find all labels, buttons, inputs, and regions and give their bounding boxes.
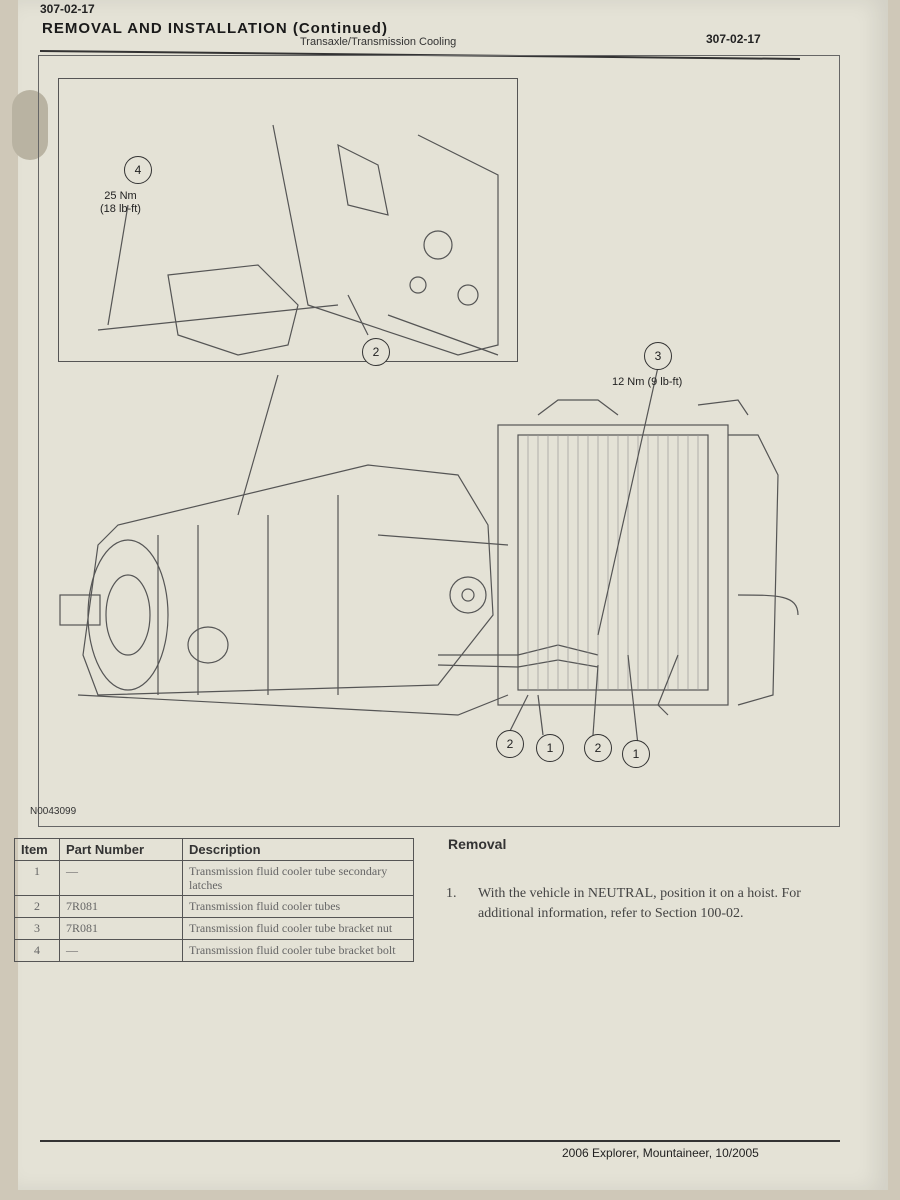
- table-header-row: Item Part Number Description: [14, 838, 414, 861]
- binder-hole: [12, 90, 48, 160]
- part-number-cell: 7R081: [59, 895, 183, 918]
- item-cell: 1: [14, 860, 60, 896]
- description-cell: Transmission fluid cooler tube bracket n…: [182, 917, 414, 940]
- item-cell: 3: [14, 917, 60, 940]
- footer-rule: [40, 1140, 840, 1142]
- figure-id: N0043099: [30, 806, 77, 817]
- part-number-cell: —: [59, 860, 183, 896]
- page-title: REMOVAL AND INSTALLATION (Continued): [42, 20, 388, 37]
- removal-step: 1. With the vehicle in NEUTRAL, position…: [446, 884, 846, 924]
- footer-text: 2006 Explorer, Mountaineer, 10/2005: [562, 1146, 759, 1160]
- part-number-cell: —: [59, 939, 183, 962]
- col-item: Item: [14, 838, 60, 861]
- callout-2-left: 2: [496, 730, 524, 758]
- callout-4: 4: [124, 156, 152, 184]
- detail-inset-frame: [58, 78, 518, 362]
- part-number-cell: 7R081: [59, 917, 183, 940]
- page-code-top: 307-02-17: [40, 2, 95, 16]
- callout-3: 3: [644, 342, 672, 370]
- item-cell: 2: [14, 895, 60, 918]
- torque-spec-3: 12 Nm (9 lb-ft): [612, 376, 683, 388]
- figure-frame: [38, 55, 840, 827]
- parts-table: Item Part Number Description 1 — Transmi…: [14, 838, 414, 962]
- table-row: 4 — Transmission fluid cooler tube brack…: [14, 939, 414, 962]
- table-row: 1 — Transmission fluid cooler tube secon…: [14, 860, 414, 896]
- step-number: 1.: [446, 886, 457, 901]
- col-description: Description: [182, 838, 414, 861]
- callout-2-right: 2: [584, 734, 612, 762]
- description-cell: Transmission fluid cooler tube bracket b…: [182, 939, 414, 962]
- description-cell: Transmission fluid cooler tubes: [182, 895, 414, 918]
- description-cell: Transmission fluid cooler tube secondary…: [182, 860, 414, 896]
- table-row: 2 7R081 Transmission fluid cooler tubes: [14, 895, 414, 918]
- step-text: With the vehicle in NEUTRAL, position it…: [478, 886, 801, 921]
- transmission-diagram: [59, 124, 799, 746]
- callout-1-right: 1: [622, 740, 650, 768]
- col-part-number: Part Number: [59, 838, 183, 861]
- section-title: Transaxle/Transmission Cooling: [300, 36, 457, 48]
- item-cell: 4: [14, 939, 60, 962]
- callout-1-left: 1: [536, 734, 564, 762]
- removal-heading: Removal: [448, 836, 507, 852]
- page-code-right: 307-02-17: [706, 32, 761, 46]
- callout-2-inset: 2: [362, 338, 390, 366]
- table-row: 3 7R081 Transmission fluid cooler tube b…: [14, 917, 414, 940]
- torque-spec-4: 25 Nm (18 lb-ft): [100, 190, 141, 215]
